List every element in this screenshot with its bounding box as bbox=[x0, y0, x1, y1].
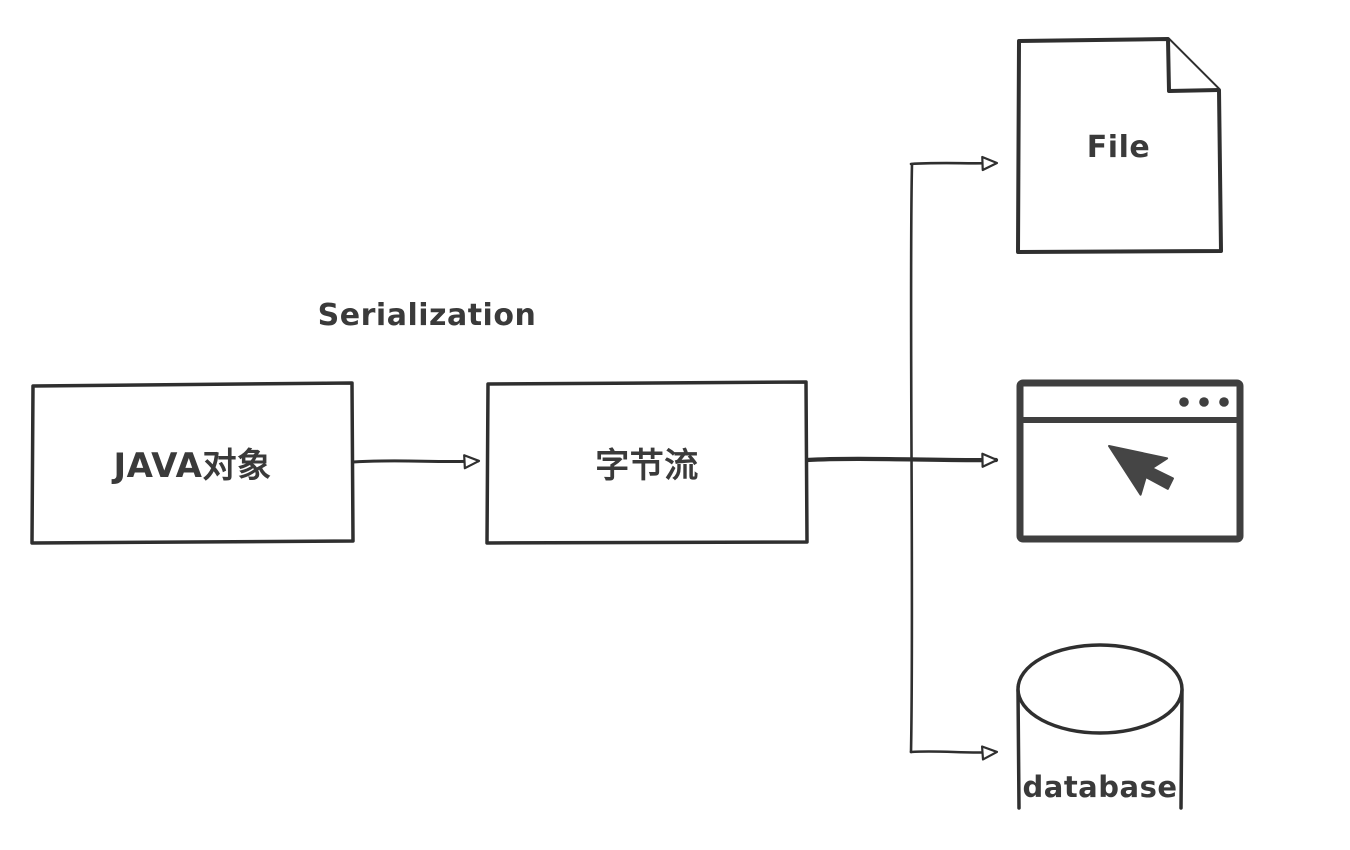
java-object-box bbox=[30, 381, 355, 545]
branch-line bbox=[909, 162, 914, 754]
file-label: File bbox=[1086, 130, 1151, 165]
file-icon bbox=[1016, 37, 1223, 254]
serialization-arrow bbox=[351, 454, 481, 470]
database-icon bbox=[1016, 643, 1184, 810]
stream-to-app-arrow bbox=[804, 452, 999, 468]
stream-to-database-arrow bbox=[909, 745, 999, 761]
serialization-label: Serialization bbox=[317, 297, 537, 333]
app-window-icon bbox=[1016, 379, 1244, 543]
cursor-icon bbox=[1108, 445, 1174, 496]
java-object-label: JAVA对象 bbox=[113, 446, 272, 486]
stream-to-file-arrow bbox=[909, 155, 999, 172]
window-menu-dots-icon bbox=[1179, 397, 1229, 407]
database-label: database bbox=[1022, 770, 1178, 804]
byte-stream-label: 字节流 bbox=[595, 446, 699, 486]
byte-stream-box bbox=[485, 380, 809, 545]
